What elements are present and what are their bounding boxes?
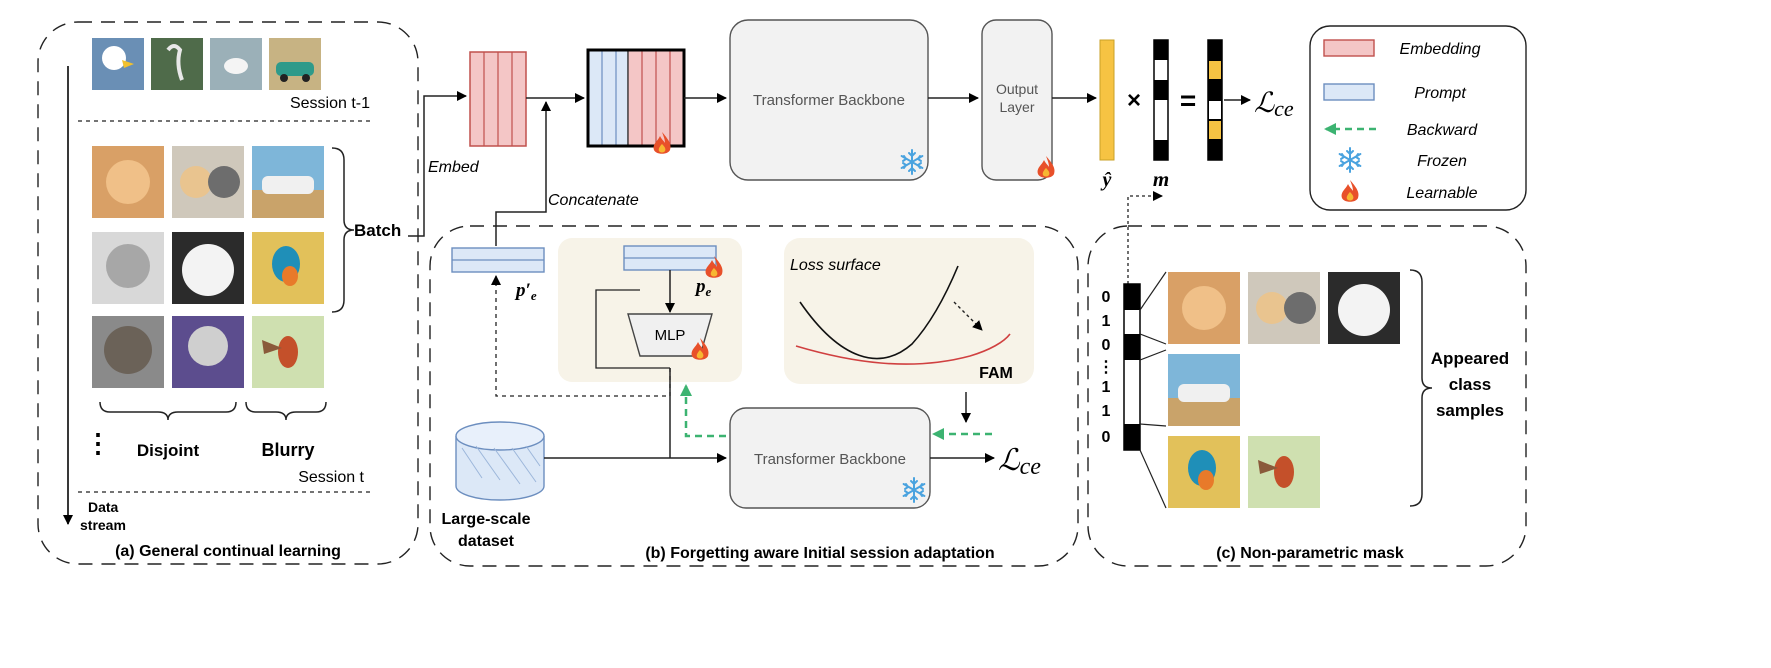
concatenate-arrow [495, 101, 551, 246]
mask-connectors [1139, 271, 1167, 509]
mlp-to-pe-prime-dashed [491, 275, 671, 397]
embedding-block [469, 51, 527, 147]
pe-subscript: e [706, 284, 712, 299]
mlp-skip-line [595, 289, 670, 369]
mask-bit-3: ⋮ [1098, 359, 1114, 376]
legend-box [1309, 25, 1527, 211]
mask-label: m [1153, 167, 1169, 191]
data-stream-label-1: Data [88, 499, 119, 515]
mask-column [1123, 283, 1141, 451]
mask-bit-4: 1 [1102, 379, 1111, 396]
disjoint-label: Disjoint [137, 441, 200, 460]
dataset-label-1: Large-scale [442, 511, 531, 528]
mask-bit-1: 1 [1102, 313, 1111, 330]
masked-result-vector [1207, 39, 1223, 161]
legend-frozen-label: Frozen [1417, 153, 1467, 170]
appeared-brace [1409, 269, 1433, 507]
panel-c-caption: (c) Non-parametric mask [1216, 545, 1404, 562]
output-layer-label-2: Layer [999, 99, 1034, 115]
session-cur-label: Session t [298, 469, 364, 486]
legend-embedding-swatch [1323, 39, 1375, 57]
loss-surface-label: Loss surface [790, 257, 881, 274]
concatenated-block [586, 48, 686, 148]
panel-a-caption: (a) General continual learning [115, 543, 341, 560]
concatenate-label: Concatenate [548, 192, 639, 209]
panel-c-frame [1087, 225, 1527, 567]
pe-prime-label: p′e [514, 280, 537, 303]
mlp-label: MLP [655, 327, 686, 344]
backward-to-mlp-arrow [680, 384, 726, 438]
loss-bottom: ℒce [998, 444, 1041, 480]
pe-symbol: p [694, 276, 706, 297]
ellipsis-mark: ⋮ [85, 428, 111, 458]
backbone-top-label: Transformer Backbone [753, 92, 905, 109]
blurry-label: Blurry [261, 440, 314, 460]
backbone-bottom-label: Transformer Backbone [754, 451, 906, 468]
legend-backward-label: Backward [1407, 122, 1478, 139]
mask-bit-6: 0 [1102, 429, 1111, 446]
legend-prompt-swatch [1323, 83, 1375, 101]
batch-brace [331, 147, 355, 313]
panel-a-frame [37, 21, 419, 565]
session-prev-label: Session t-1 [290, 95, 370, 112]
flat-loss-curve [795, 333, 1011, 365]
equals-sign: = [1180, 85, 1196, 116]
appeared-label-2: class [1449, 375, 1492, 394]
loss-bottom-subscript: ce [1020, 454, 1042, 480]
yhat-vector [1099, 39, 1115, 161]
legend-embedding-label: Embedding [1400, 41, 1481, 58]
legend-prompt-label: Prompt [1414, 85, 1466, 102]
dataset-label-2: dataset [458, 533, 515, 550]
fam-label: FAM [979, 365, 1013, 382]
mask-bit-2: 0 [1102, 337, 1111, 354]
batch-to-embed-arrow [408, 91, 467, 237]
appeared-label-1: Appeared [1431, 349, 1509, 368]
prompt-pe [623, 245, 717, 271]
pe-prime-subscript: e [531, 288, 537, 303]
times-sign: × [1127, 87, 1141, 114]
mask-to-m-arrow [1127, 191, 1163, 284]
prompt-pe-prime [451, 247, 545, 273]
transformer-backbone-top [729, 19, 929, 181]
loss-surface-panel [784, 238, 1034, 384]
embed-label: Embed [428, 159, 480, 176]
appeared-label-3: samples [1436, 401, 1504, 420]
output-layer [981, 19, 1053, 181]
loss-top-symbol: ℒ [1254, 88, 1275, 119]
blurry-brace [245, 401, 327, 421]
dataset-cylinder [455, 421, 545, 501]
batch-label: Batch [354, 221, 401, 240]
appeared-images [1168, 272, 1400, 508]
legend-learnable-label: Learnable [1406, 185, 1477, 202]
mask-vector [1153, 39, 1169, 161]
batch-images [92, 146, 324, 388]
output-layer-label-1: Output [996, 81, 1038, 97]
disjoint-brace [99, 401, 237, 421]
sharp-loss-curve [799, 265, 959, 360]
pe-label: pe [694, 276, 712, 299]
pe-prime-symbol: p′ [514, 280, 531, 301]
fam-shift-arrow [953, 301, 983, 331]
prev-session-images [92, 38, 321, 90]
loss-top-subscript: ce [1274, 96, 1294, 121]
mask-bit-5: 1 [1102, 403, 1111, 420]
loss-top: ℒce [1254, 88, 1294, 121]
data-stream-label-2: stream [80, 517, 126, 533]
panel-b-frame [429, 225, 1079, 567]
panel-b-caption: (b) Forgetting aware Initial session ada… [645, 545, 994, 562]
loss-bottom-symbol: ℒ [998, 444, 1021, 477]
yhat-label: ŷ [1101, 169, 1112, 191]
mask-bit-0: 0 [1102, 289, 1111, 306]
